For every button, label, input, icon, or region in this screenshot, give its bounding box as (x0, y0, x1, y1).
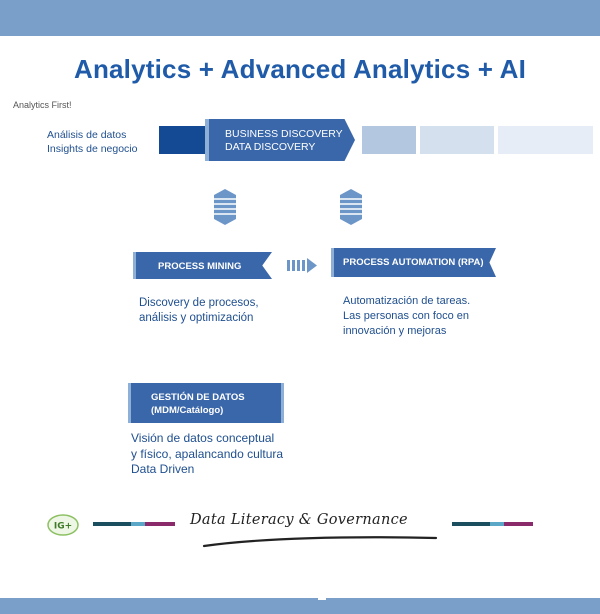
analytics-first-label: Analytics First! (13, 100, 72, 110)
pa-desc-line-2: Las personas con foco en (343, 310, 469, 322)
timeline-segment-1 (362, 126, 416, 154)
process-automation-box: PROCESS AUTOMATION (RPA) (331, 248, 496, 277)
hex-stack-icon (340, 189, 362, 225)
process-mining-description: Discovery de procesos, análisis y optimi… (139, 296, 289, 326)
gd-desc-line-3: Data Driven (131, 462, 195, 476)
footer-line-segment (93, 522, 131, 526)
company-logo-icon: IG+ (47, 514, 79, 536)
business-discovery-box: BUSINESS DISCOVERY DATA DISCOVERY (205, 119, 355, 161)
timeline-segment-dark (159, 126, 209, 154)
footer-line-segment (452, 522, 490, 526)
footer-line-segment (490, 522, 504, 526)
business-discovery-label: BUSINESS DISCOVERY (225, 128, 343, 140)
process-mining-label: PROCESS MINING (158, 261, 242, 272)
business-discovery-accent (205, 119, 209, 161)
pa-desc-line-3: innovación y mejoras (343, 325, 447, 337)
arrow-right-icon (287, 258, 317, 273)
bottom-notch (318, 596, 326, 600)
process-mining-box: PROCESS MINING (133, 252, 272, 279)
analysis-line-2: Insights de negocio (47, 143, 138, 155)
pa-desc-line-1: Automatización de tareas. (343, 295, 471, 307)
data-discovery-label: DATA DISCOVERY (225, 141, 316, 153)
top-banner (0, 0, 600, 36)
gestion-datos-description: Visión de datos conceptual y físico, apa… (131, 431, 311, 478)
process-automation-label: PROCESS AUTOMATION (RPA) (343, 257, 484, 268)
pm-desc-line-1: Discovery de procesos, (139, 297, 259, 309)
gestion-datos-label: GESTIÓN DE DATOS (151, 392, 245, 403)
process-automation-description: Automatización de tareas. Las personas c… (343, 294, 513, 339)
hex-stack-icon (214, 189, 236, 225)
footer-tagline: Data Literacy & Governance (190, 512, 408, 528)
gestion-datos-box: GESTIÓN DE DATOS (MDM/Catálogo) (128, 383, 284, 423)
footer-line-segment (145, 522, 175, 526)
mdm-catalogo-label: (MDM/Catálogo) (151, 405, 224, 416)
footer-line-segment (131, 522, 145, 526)
analysis-labels: Análisis de datos Insights de negocio (47, 128, 157, 156)
pm-desc-line-2: análisis y optimización (139, 312, 254, 324)
gd-desc-line-1: Visión de datos conceptual (131, 431, 275, 445)
timeline-segment-3 (498, 126, 593, 154)
gd-desc-line-2: y físico, apalancando cultura (131, 446, 284, 461)
analysis-line-1: Análisis de datos (47, 129, 127, 141)
svg-text:IG+: IG+ (54, 522, 72, 532)
bottom-banner (0, 598, 600, 614)
footer-line-segment (504, 522, 533, 526)
timeline-segment-2 (420, 126, 494, 154)
tagline-underline-stroke (202, 536, 438, 548)
page-title: Analytics + Advanced Analytics + AI (73, 54, 527, 84)
